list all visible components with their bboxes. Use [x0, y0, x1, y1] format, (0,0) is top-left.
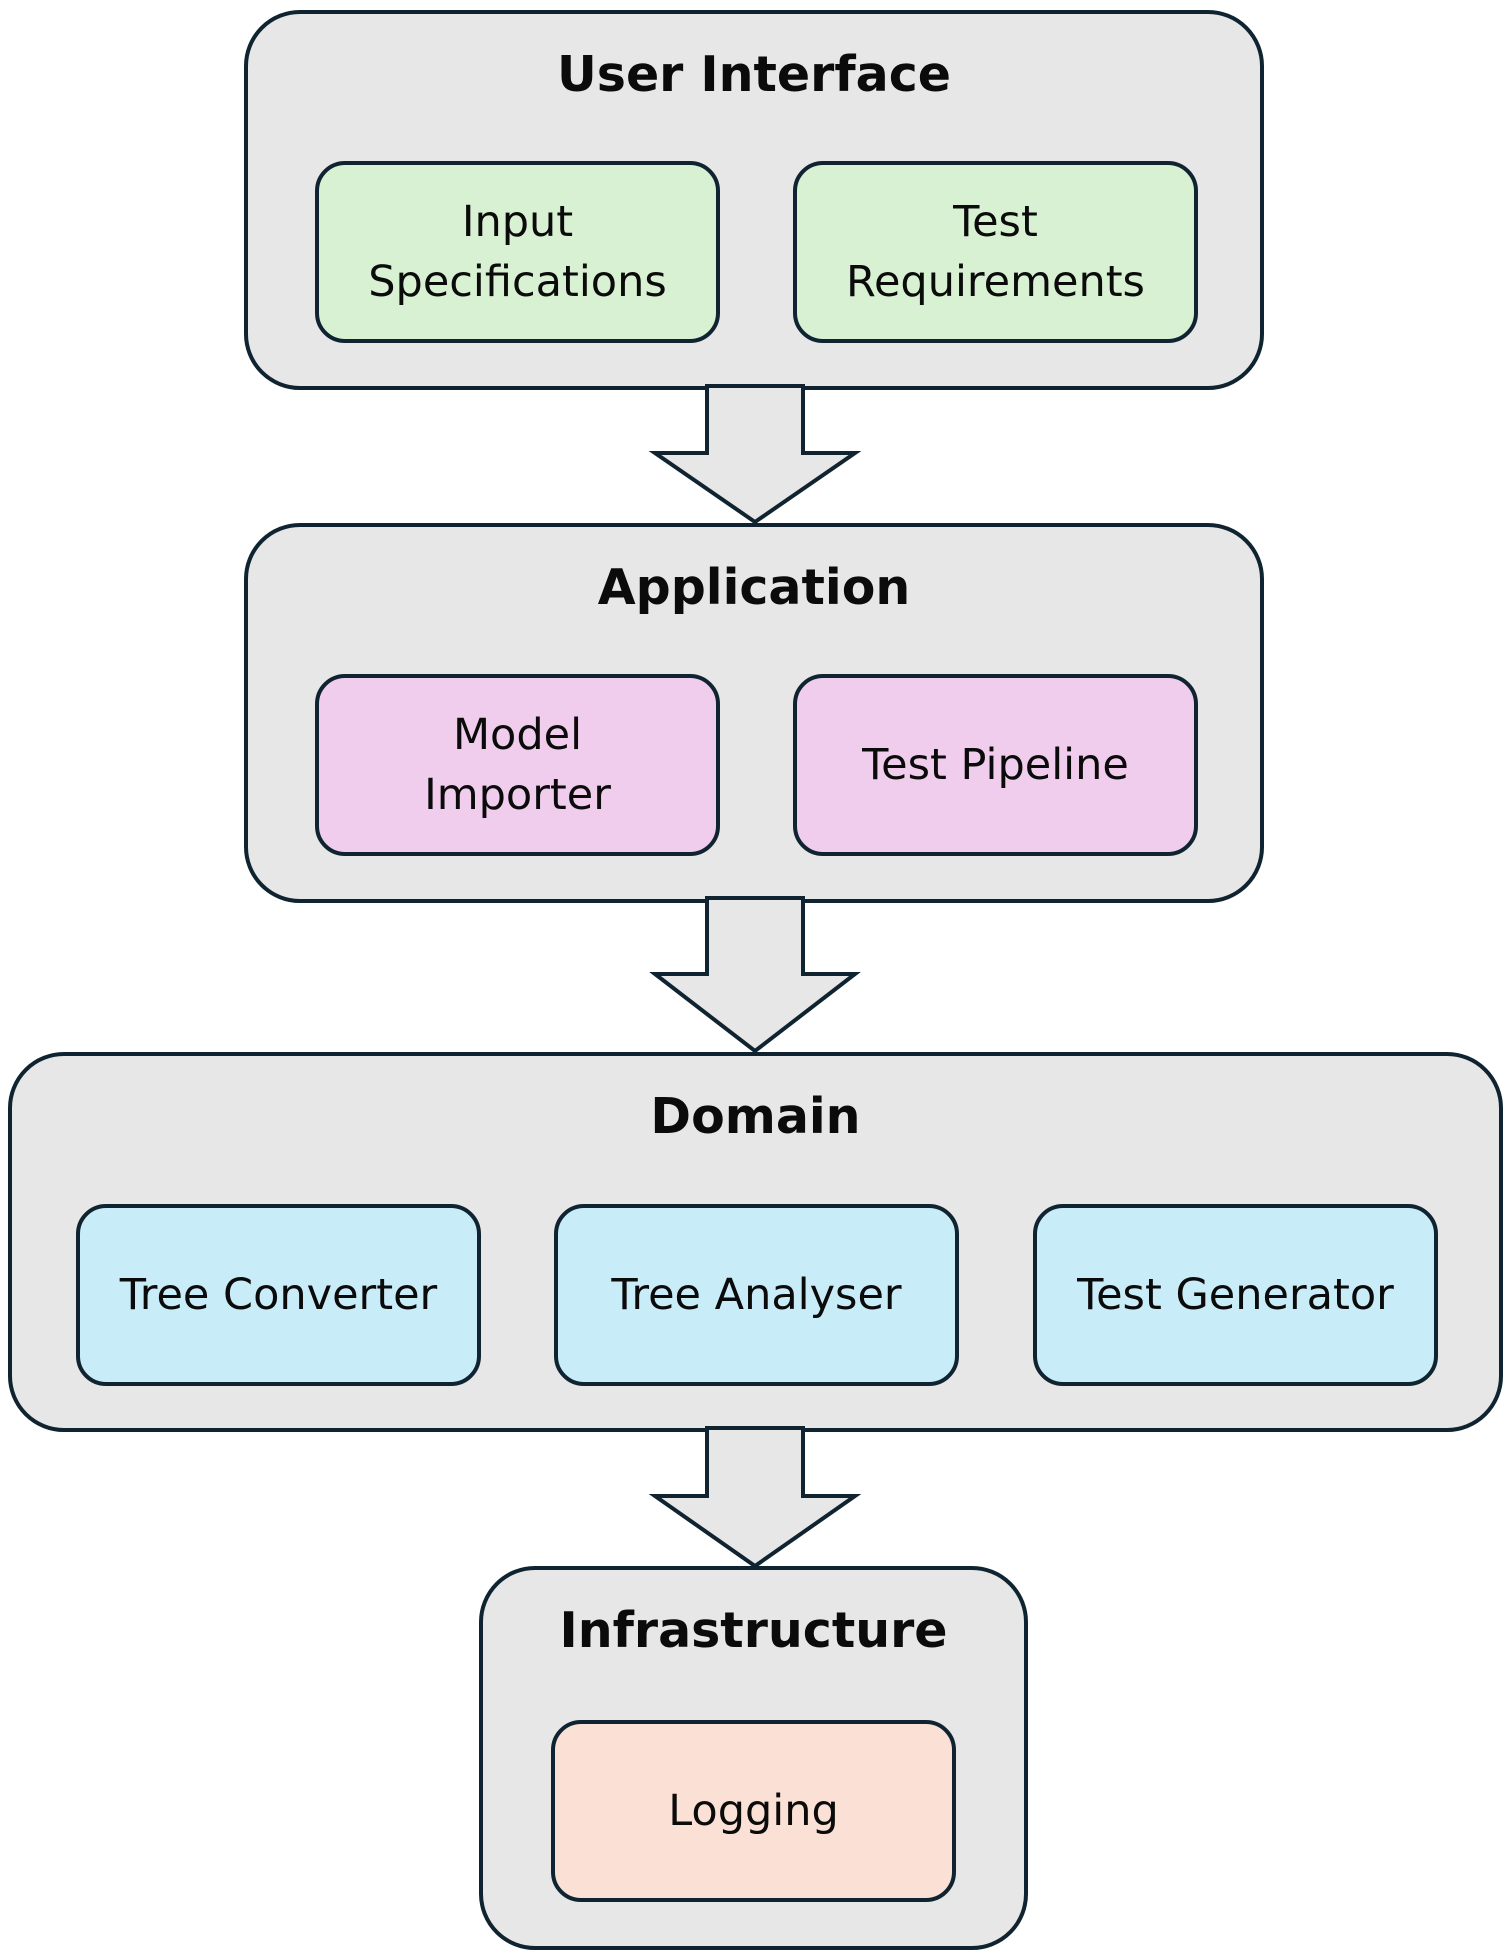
layer-title-infrastructure: Infrastructure — [559, 1602, 948, 1659]
component-tree-converter: Tree Converter — [76, 1204, 481, 1386]
layer-infrastructure: Infrastructure Logging — [479, 1566, 1028, 1950]
layer-title-user-interface: User Interface — [556, 46, 951, 103]
arrow-down-icon — [648, 1426, 862, 1569]
component-logging: Logging — [551, 1720, 956, 1902]
arrow-down-icon — [648, 384, 862, 525]
component-test-generator: Test Generator — [1033, 1204, 1438, 1386]
arrow-down-icon — [649, 896, 861, 1054]
layer-domain: Domain Tree Converter Tree Analyser Test… — [8, 1052, 1503, 1432]
layer-title-domain: Domain — [650, 1088, 861, 1145]
component-test-pipeline: Test Pipeline — [793, 674, 1198, 856]
layer-title-application: Application — [597, 559, 911, 616]
component-tree-analyser: Tree Analyser — [554, 1204, 959, 1386]
